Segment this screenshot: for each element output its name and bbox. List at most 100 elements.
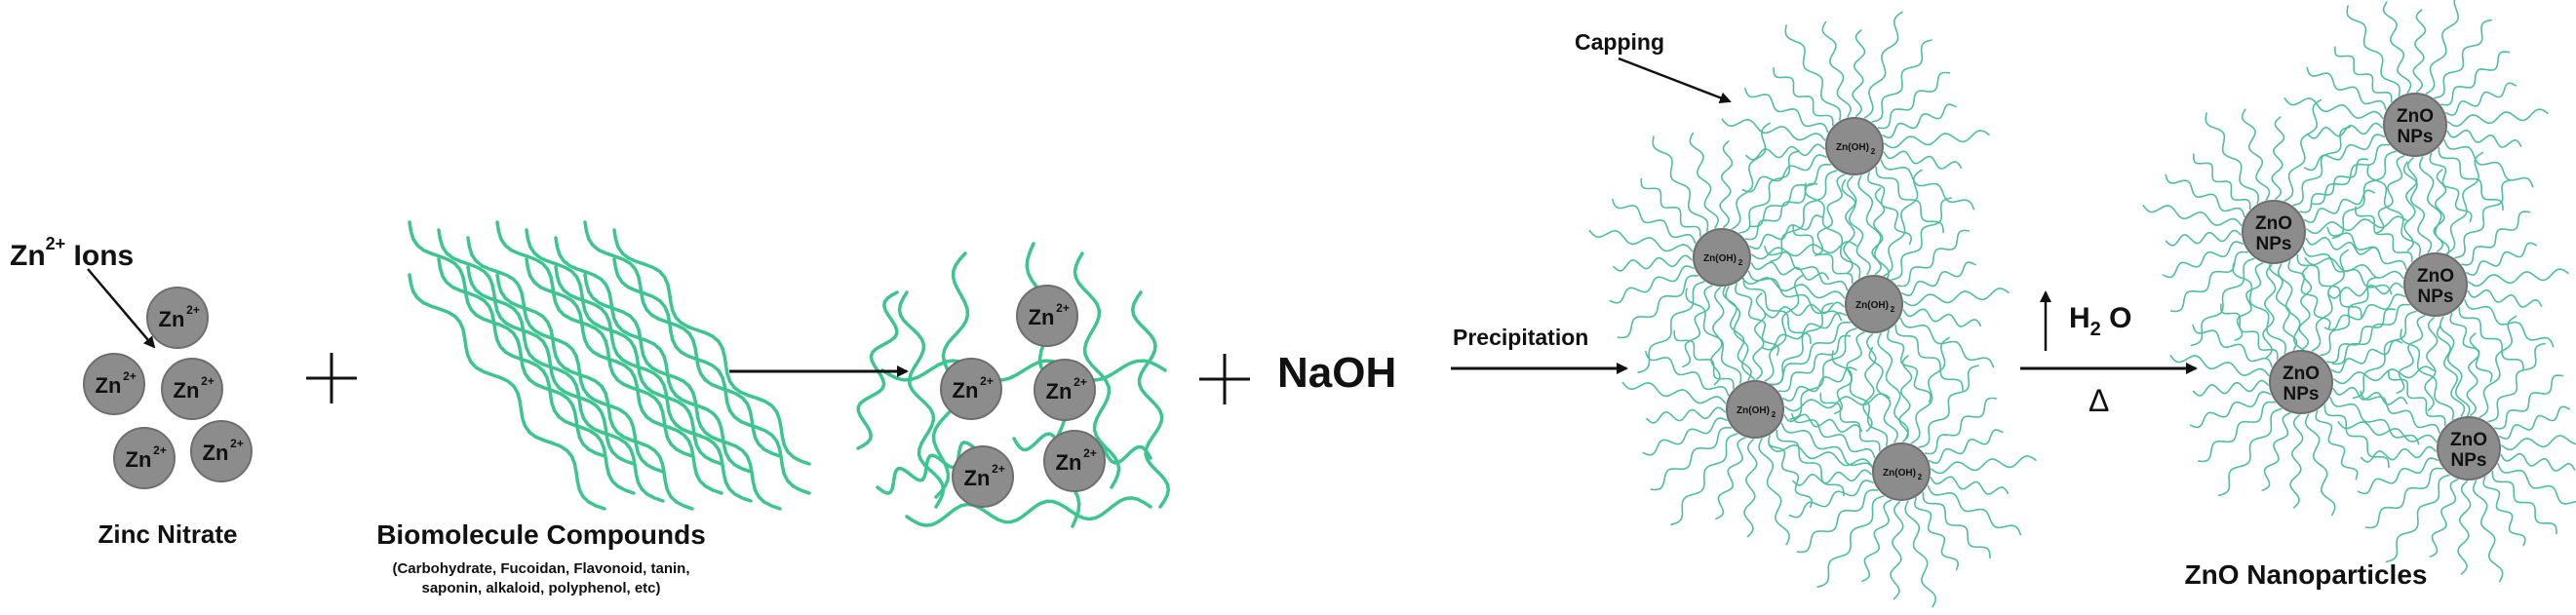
capping-chain xyxy=(1650,426,1733,491)
particle-circle xyxy=(2242,200,2306,264)
capping-chain xyxy=(2375,155,2405,234)
capping-chain xyxy=(1742,277,1812,345)
capping-chain xyxy=(1749,214,1824,250)
particle-circle xyxy=(1043,430,1106,492)
particle-circle xyxy=(190,420,253,482)
zn-ion-text: Zn xyxy=(1056,450,1082,475)
zn-hydroxide-text: Zn(OH) xyxy=(1737,405,1770,416)
capping-chain xyxy=(2304,413,2336,517)
capping-chain xyxy=(2277,263,2309,366)
capping-chain xyxy=(1613,254,1693,272)
biomolecule-strand xyxy=(408,220,606,458)
biomolecule-strand xyxy=(525,257,723,495)
capping-chain xyxy=(1588,229,1694,252)
capping-chain xyxy=(1792,224,1854,285)
capping-chain xyxy=(2298,266,2313,350)
zn-ion-text: Zn xyxy=(159,307,185,331)
biomolecule-strand xyxy=(583,220,782,458)
capping-chain xyxy=(2306,66,2387,110)
capping-chain xyxy=(2192,153,2251,211)
capping-chain xyxy=(2170,250,2248,313)
capping-chain xyxy=(2468,268,2569,288)
capping-chain xyxy=(1609,265,1695,304)
zn-hydroxide-subscript: 2 xyxy=(1871,147,1876,156)
capping-chain xyxy=(1640,177,1701,238)
biomolecule-strand xyxy=(554,265,753,503)
capping-chain xyxy=(2478,315,2517,418)
capping-chain xyxy=(2323,404,2390,469)
particle-circle xyxy=(1726,380,1784,439)
capping-chain xyxy=(2446,129,2522,148)
capping-chain xyxy=(2424,317,2439,411)
capping-chain xyxy=(2165,173,2245,217)
zno-text-line2: NPs xyxy=(2398,127,2434,147)
capping-chain xyxy=(2354,206,2413,263)
capping-chain xyxy=(2412,9,2427,93)
capping-chain xyxy=(2402,161,2433,253)
capping-chain xyxy=(2262,264,2277,359)
capping-chain xyxy=(1710,287,1725,386)
capping-chain xyxy=(2287,259,2331,330)
capping-chain xyxy=(2447,108,2549,128)
zno-text-line1: ZnO xyxy=(2283,364,2320,384)
zn-ion-text: Zn xyxy=(203,441,229,465)
particle-circle xyxy=(2437,416,2501,480)
capping-chain xyxy=(2292,126,2351,207)
capping-chain xyxy=(1637,281,1705,373)
capping-chain xyxy=(1642,417,1728,456)
capping-chain xyxy=(2192,324,2273,367)
zn-hydroxide-text: Zn(OH) xyxy=(1703,253,1737,264)
capping-chain xyxy=(2330,339,2402,374)
heat-delta-label: Δ xyxy=(2088,383,2110,418)
particle-circle xyxy=(940,358,1002,420)
capping-chain xyxy=(2396,315,2426,394)
particle-circle xyxy=(2403,252,2468,317)
capping-chain xyxy=(1777,334,1852,393)
capping-chain xyxy=(1758,438,1790,546)
capping-chain xyxy=(1689,132,1719,229)
capping-chain xyxy=(1896,229,1971,288)
capping-chain xyxy=(2360,445,2437,463)
capping-chain xyxy=(1782,366,1857,403)
capping-chain xyxy=(2439,316,2471,419)
biomolecule-strand xyxy=(612,257,811,495)
zno-text-line1: ZnO xyxy=(2417,266,2454,287)
capping-chain xyxy=(1721,118,1826,141)
capping-chain xyxy=(1612,199,1697,245)
capping-chain xyxy=(1745,143,1825,161)
zno-text-line2: NPs xyxy=(2256,234,2292,254)
entangling-strand xyxy=(880,359,1167,382)
capping-chain xyxy=(2304,257,2404,279)
entangling-strand xyxy=(905,496,1152,527)
zno-text-line2: NPs xyxy=(2283,384,2320,404)
capping-chain xyxy=(1789,327,1857,420)
capping-chain xyxy=(1819,392,1881,452)
capping-chain xyxy=(1875,166,1944,234)
capping-chain xyxy=(2466,332,2480,416)
capping-chain xyxy=(2323,293,2406,331)
capping-chain xyxy=(1891,197,1952,281)
capping-chain xyxy=(1761,312,1847,351)
capping-chain xyxy=(1751,241,1857,260)
capping-chain xyxy=(2306,215,2407,235)
capping-chain xyxy=(2333,46,2393,103)
water-label: H2 O xyxy=(2069,302,2132,340)
zn-hydroxide-text: Zn(OH) xyxy=(1836,142,1869,153)
capping-chain xyxy=(2465,242,2537,277)
capping-chain xyxy=(2305,236,2381,255)
capping-chain xyxy=(2241,108,2271,201)
zn-hydroxide-particle: Zn(OH)2 xyxy=(1825,117,1884,175)
capping-chain xyxy=(1841,178,1871,276)
capping-chain xyxy=(2315,409,2359,480)
capping-chain xyxy=(2333,365,2435,385)
capping-chain xyxy=(1883,169,1923,277)
zn-ion-charge: 2+ xyxy=(1083,446,1097,460)
entangling-strand xyxy=(876,440,977,496)
capping-chain xyxy=(2303,134,2386,172)
capping-chain xyxy=(1831,350,1889,446)
capping-chain xyxy=(1857,174,1890,283)
capping-chain xyxy=(2289,414,2304,509)
zn-ion-charge: 2+ xyxy=(201,374,215,388)
